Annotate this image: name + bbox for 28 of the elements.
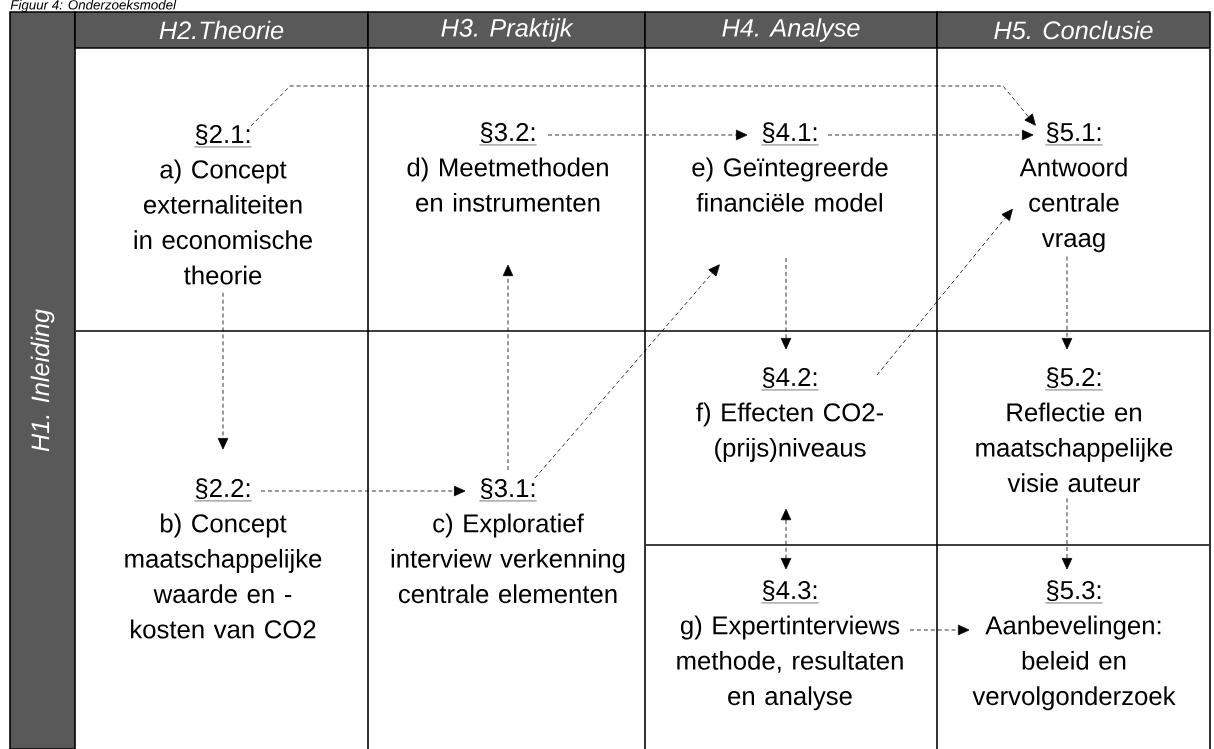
section-text: §4.3: g) Expertinterviews methode, resultaten en analyse <box>677 580 903 711</box>
section-text: §5.2: Reflectie en maatschappelijke visie auteur <box>976 367 1173 493</box>
arrow <box>250 85 1036 127</box>
arrow <box>534 264 720 479</box>
arrow <box>260 485 466 497</box>
arrow <box>780 257 792 350</box>
header-band: H3. Praktijk <box>367 11 646 49</box>
arrow <box>780 508 792 570</box>
arrow <box>547 129 748 141</box>
header-band: H5. Conclusie <box>936 11 1211 49</box>
header-band: H4. Analyse <box>644 11 938 49</box>
section-text: §4.2: f) Effecten CO2-(prijs)niveaus <box>696 367 883 462</box>
section-text: §2.1: a) Concept externaliteiten in economische theorie <box>134 124 312 285</box>
arrow <box>827 129 1034 141</box>
title: Figuur 4: Onderzoeksmodel <box>10 0 177 13</box>
arrow <box>1061 256 1073 350</box>
section-text: §4.1: e) Geïntegreerde financiële model <box>692 122 888 212</box>
section-text: §3.1: c) Exploratief interview verkenning centrale elementen <box>391 478 625 604</box>
arrow <box>909 624 970 636</box>
arrow <box>876 208 1013 376</box>
section-text: §5.1: Antwoord centrale vraag <box>1019 122 1127 253</box>
header-band: H2.Theorie <box>74 11 369 49</box>
section-text: §2.2: b) Concept maatschappelijke waarde en -kosten van CO2 <box>125 478 322 639</box>
section-text: §5.3: Aanbevelingen: beleid en vervolgonderzoek <box>972 580 1176 711</box>
section-text: §3.2: d) Meetmethoden en instrumenten <box>407 122 608 212</box>
arrow <box>502 264 514 471</box>
arrow <box>1061 498 1073 570</box>
arrow <box>217 292 229 450</box>
